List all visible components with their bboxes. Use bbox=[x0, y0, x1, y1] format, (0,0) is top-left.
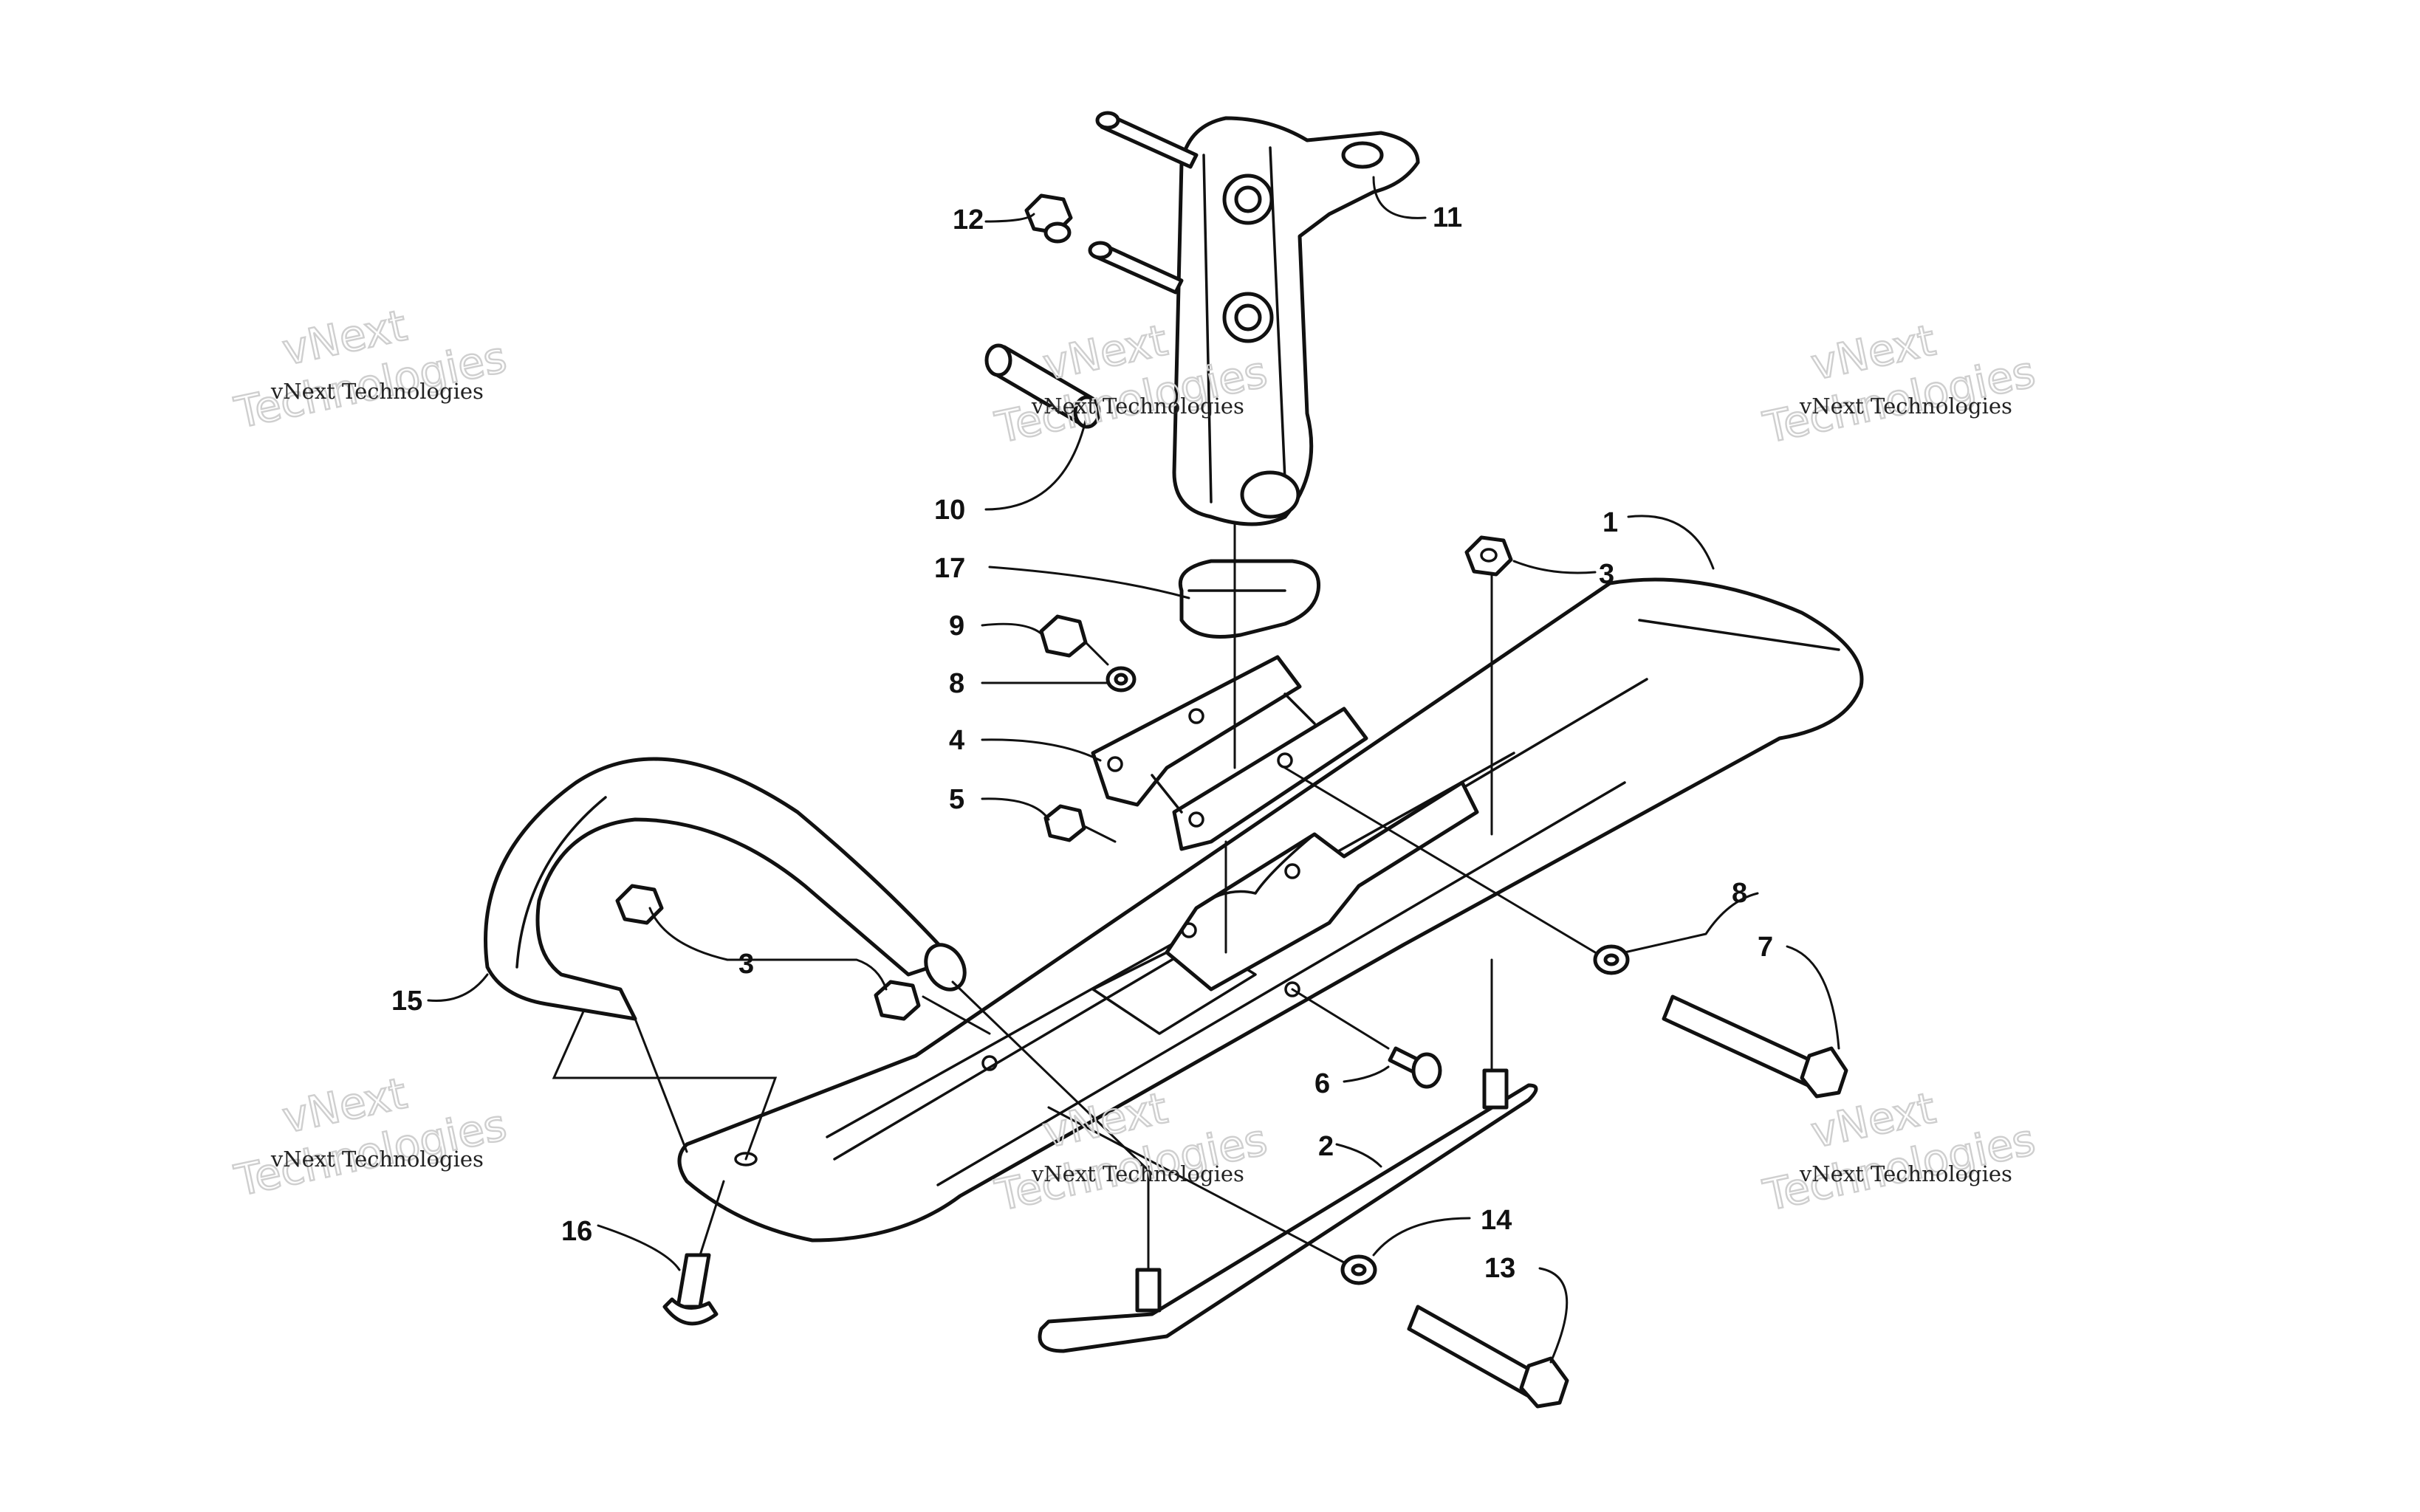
callout-17: 17 bbox=[934, 553, 965, 584]
callout-labels: 1 2 3 3 4 5 6 7 8 8 9 10 11 12 13 14 15 … bbox=[391, 202, 1773, 1284]
svg-text:vNext Technologies: vNext Technologies bbox=[1799, 394, 2012, 419]
callout-15: 15 bbox=[391, 986, 422, 1017]
watermark-bottom-left: vNext Technologies vNext Technologies bbox=[230, 1067, 512, 1206]
callout-4: 4 bbox=[949, 725, 964, 756]
nut-9 bbox=[1039, 614, 1088, 658]
spindle-bolt-lower bbox=[1088, 241, 1184, 295]
ski bbox=[677, 577, 1864, 1243]
callout-10: 10 bbox=[934, 495, 965, 526]
callout-8-right: 8 bbox=[1732, 878, 1747, 909]
washer-8-right bbox=[1593, 944, 1630, 975]
callout-16: 16 bbox=[561, 1216, 592, 1247]
svg-text:vNext Technologies: vNext Technologies bbox=[1031, 394, 1244, 419]
callout-14: 14 bbox=[1481, 1205, 1512, 1236]
callout-7: 7 bbox=[1758, 932, 1773, 963]
leader-lines bbox=[427, 176, 1840, 1364]
watermark-top-left: vNext Technologies vNext Technologies bbox=[230, 299, 512, 439]
spindle-bolt-upper bbox=[1095, 111, 1199, 169]
nut-3-top bbox=[1464, 535, 1513, 577]
callout-11: 11 bbox=[1433, 202, 1462, 233]
ski-saddle-4 bbox=[1091, 655, 1368, 851]
explosion-lines bbox=[552, 523, 1597, 1271]
nut-5 bbox=[1043, 804, 1086, 842]
callout-3-left: 3 bbox=[738, 949, 754, 980]
svg-text:vNext Technologies: vNext Technologies bbox=[1799, 1161, 2012, 1186]
washer-8-upper bbox=[1106, 666, 1137, 693]
watermark-top-right: vNext Technologies vNext Technologies bbox=[1758, 314, 2040, 453]
callout-6: 6 bbox=[1314, 1068, 1330, 1099]
bolt-13 bbox=[1407, 1305, 1569, 1409]
bushing-10 bbox=[984, 343, 1101, 429]
screw-6 bbox=[1388, 1046, 1442, 1089]
callout-3-top: 3 bbox=[1599, 559, 1614, 590]
svg-text:vNext Technologies: vNext Technologies bbox=[1031, 1161, 1244, 1186]
svg-text:vNext Technologies: vNext Technologies bbox=[270, 1147, 484, 1172]
callout-2: 2 bbox=[1318, 1131, 1334, 1162]
ski-loop-handle bbox=[484, 757, 967, 1021]
watermark-bottom-right: vNext Technologies vNext Technologies bbox=[1758, 1082, 2040, 1221]
nut-3-center bbox=[874, 980, 921, 1021]
bolt-7 bbox=[1662, 994, 1848, 1099]
callout-12: 12 bbox=[953, 205, 984, 236]
nut-3-loop bbox=[615, 884, 664, 925]
callout-5: 5 bbox=[949, 784, 964, 815]
wear-bar-2 bbox=[1038, 1068, 1538, 1353]
wear-pad-17 bbox=[1179, 559, 1321, 639]
callout-13: 13 bbox=[1484, 1253, 1515, 1284]
callout-9: 9 bbox=[949, 611, 964, 642]
nut-12 bbox=[1024, 193, 1073, 244]
spindle bbox=[1172, 116, 1420, 526]
callout-1: 1 bbox=[1603, 507, 1618, 538]
callout-8-upper: 8 bbox=[949, 668, 964, 699]
svg-text:vNext Technologies: vNext Technologies bbox=[270, 379, 484, 404]
screw-16 bbox=[662, 1253, 719, 1326]
washer-14 bbox=[1340, 1254, 1377, 1285]
